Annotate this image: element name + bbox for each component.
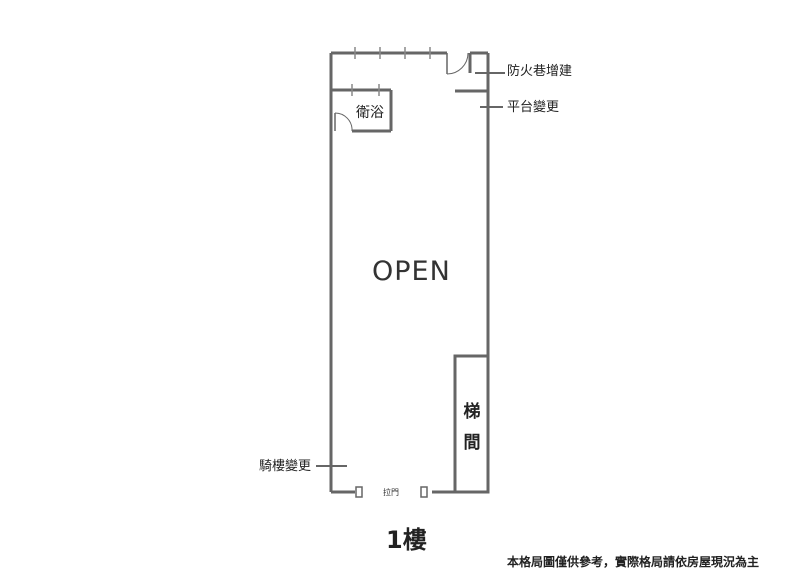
stair-label-top: 梯 [463, 402, 481, 422]
sliding-door [355, 486, 428, 498]
platform-annotation: 平台變更 [507, 100, 560, 115]
stair-label-bottom: 間 [463, 433, 481, 453]
annotation-leaders [316, 72, 505, 467]
arcade-annotation: 騎樓變更 [259, 459, 312, 474]
pull-door-label: 拉門 [383, 488, 399, 497]
top-door [446, 52, 469, 75]
staircase [453, 354, 490, 494]
top-windows [354, 47, 431, 59]
floor-label: 1樓 [386, 526, 427, 554]
open-area-label: OPEN [372, 256, 451, 287]
bathroom [331, 84, 393, 133]
disclaimer: 本格局圖僅供參考，實際格局請依房屋現況為主 [507, 555, 760, 569]
bathroom-label: 衛浴 [356, 105, 384, 121]
fire-lane-annotation: 防火巷增建 [507, 64, 573, 79]
fire-lane-walls [455, 53, 488, 93]
